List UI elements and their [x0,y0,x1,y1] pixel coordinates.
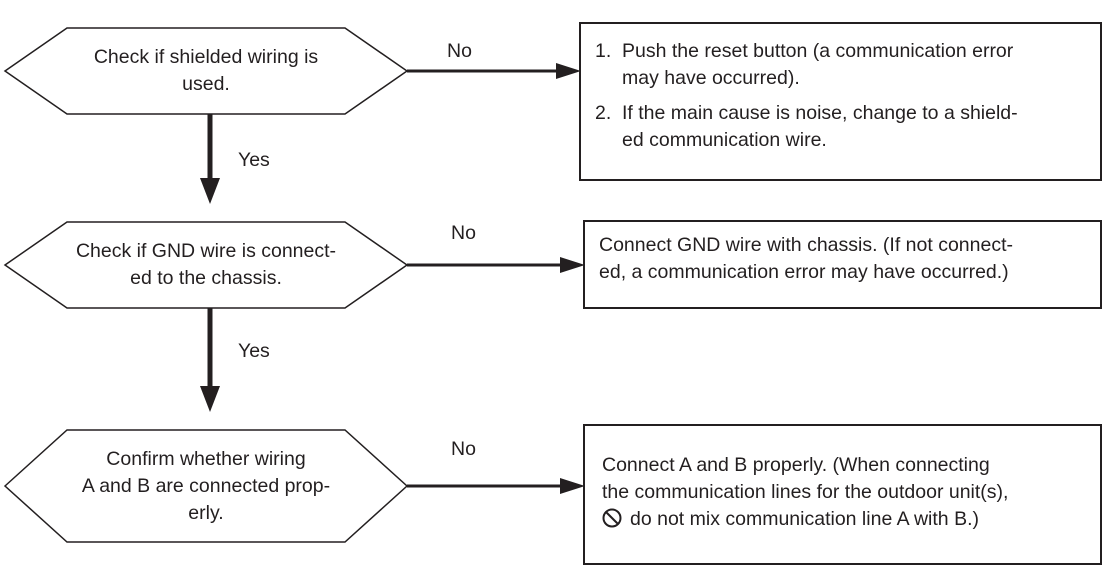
action-box-ab [583,424,1102,565]
gnd-line-1: Connect GND wire with chassis. (If not c… [599,234,1013,256]
yes-label-1: Yes [238,149,270,171]
action-box-gnd [583,220,1102,309]
yes-arrow-2 [200,308,220,412]
prohibition-icon [602,508,622,536]
item-2-number: 2. [595,102,612,124]
item-2-text: If the main cause is noise, change to a … [622,100,1018,154]
no-arrow-2 [407,257,585,273]
decision-wiring-ab-text: Confirm whether wiring A and B are conne… [55,446,357,527]
no-label-1: No [447,40,472,62]
ab-line-3: do not mix communication line A with B.) [630,508,979,530]
ab-line-2: the communication lines for the outdoor … [602,481,1009,503]
action-box-reset [579,22,1102,181]
no-label-3: No [451,438,476,460]
decision-gnd-wire-text: Check if GND wire is connect- ed to the … [55,238,357,292]
ab-line-3-wrap: do not mix communication line A with B.) [602,506,1008,536]
item-1-line-2: may have occurred). [622,67,800,89]
ab-line-1: Connect A and B properly. (When connecti… [602,454,990,476]
decision-3-line-2: A and B are connected prop- [81,475,331,497]
decision-shielded-wiring-text: Check if shielded wiring is used. [55,44,357,98]
item-1-text: Push the reset button (a communication e… [622,38,1013,92]
yes-label-2: Yes [238,340,270,362]
item-1-line-1: Push the reset button (a communication e… [622,40,1014,62]
no-label-2: No [451,222,476,244]
yes-arrow-1 [200,114,220,204]
decision-2-line-1: Check if GND wire is connect- [75,240,337,262]
gnd-line-2: ed, a communication error may have occur… [599,261,1009,283]
action-box-reset-item-1: 1. [595,38,611,65]
decision-2-line-2: ed to the chassis. [130,267,282,289]
item-2-line-2: ed communication wire. [622,129,827,151]
decision-3-line-3: erly. [188,502,224,524]
action-box-gnd-text: Connect GND wire with chassis. (If not c… [599,232,1013,286]
item-1-number: 1. [595,40,612,62]
action-box-ab-text: Connect A and B properly. (When connecti… [602,452,1008,536]
decision-1-line-2: used. [182,73,230,95]
decision-1-line-1: Check if shielded wiring is [93,46,319,68]
action-box-reset-item-2: 2. [595,100,611,127]
decision-3-line-1: Confirm whether wiring [106,448,306,470]
no-arrow-1 [407,63,581,79]
no-arrow-3 [407,478,585,494]
item-2-line-1: If the main cause is noise, change to a … [622,102,1018,124]
